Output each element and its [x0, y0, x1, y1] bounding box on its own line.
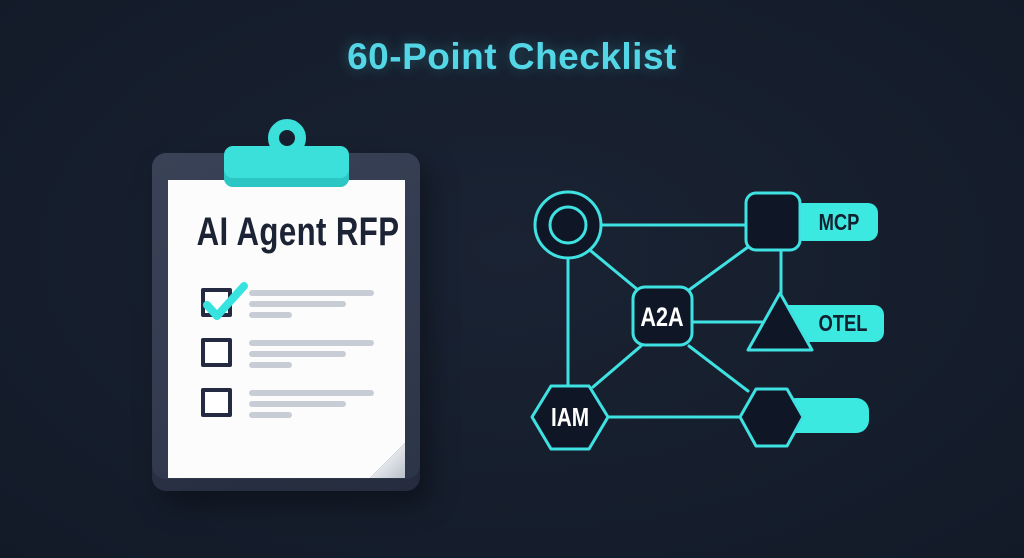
- iam-node-label: IAM: [551, 403, 589, 432]
- hub-node-outer: [533, 190, 603, 260]
- clipboard-ring-icon: [268, 119, 306, 157]
- edge-hub-a2a: [589, 249, 640, 292]
- placeholder-text-lines: [249, 288, 374, 318]
- network-nodes: [530, 190, 814, 451]
- a2a-node-label: A2A: [640, 303, 683, 333]
- iam-node: [530, 384, 610, 451]
- otel-node: [746, 291, 814, 352]
- placeholder-text-lines: [249, 388, 374, 418]
- checklist-row: [201, 338, 374, 368]
- mcp-label-pill: [793, 203, 878, 241]
- hub-node-inner: [548, 205, 588, 245]
- a2a-node: [631, 285, 694, 347]
- checklist-row: [201, 388, 374, 418]
- clipboard-paper: AI Agent RFP: [168, 180, 405, 478]
- ext-node: [738, 387, 805, 448]
- checkmark-icon: [200, 280, 250, 326]
- edge-a2a-mcp: [687, 245, 750, 292]
- edge-a2a-iam: [591, 344, 643, 389]
- page-title: 60-Point Checklist: [347, 36, 677, 77]
- otel-pill-label: OTEL: [818, 311, 867, 336]
- network-edges: [566, 223, 783, 419]
- checkbox: [201, 338, 232, 367]
- placeholder-text-lines: [249, 338, 374, 368]
- checkbox: [201, 388, 232, 417]
- network-diagram: A2A IAM MCP OTEL: [530, 190, 884, 451]
- ext-label-pill: [783, 398, 869, 433]
- edge-a2a-ext: [687, 344, 750, 393]
- clipboard-illustration: AI Agent RFP: [150, 118, 422, 498]
- checklist-row: [201, 288, 374, 318]
- mcp-node: [744, 191, 802, 252]
- mcp-pill-label: MCP: [819, 210, 860, 235]
- clipboard-title: AI Agent RFP: [196, 210, 400, 254]
- checkbox: [201, 288, 232, 317]
